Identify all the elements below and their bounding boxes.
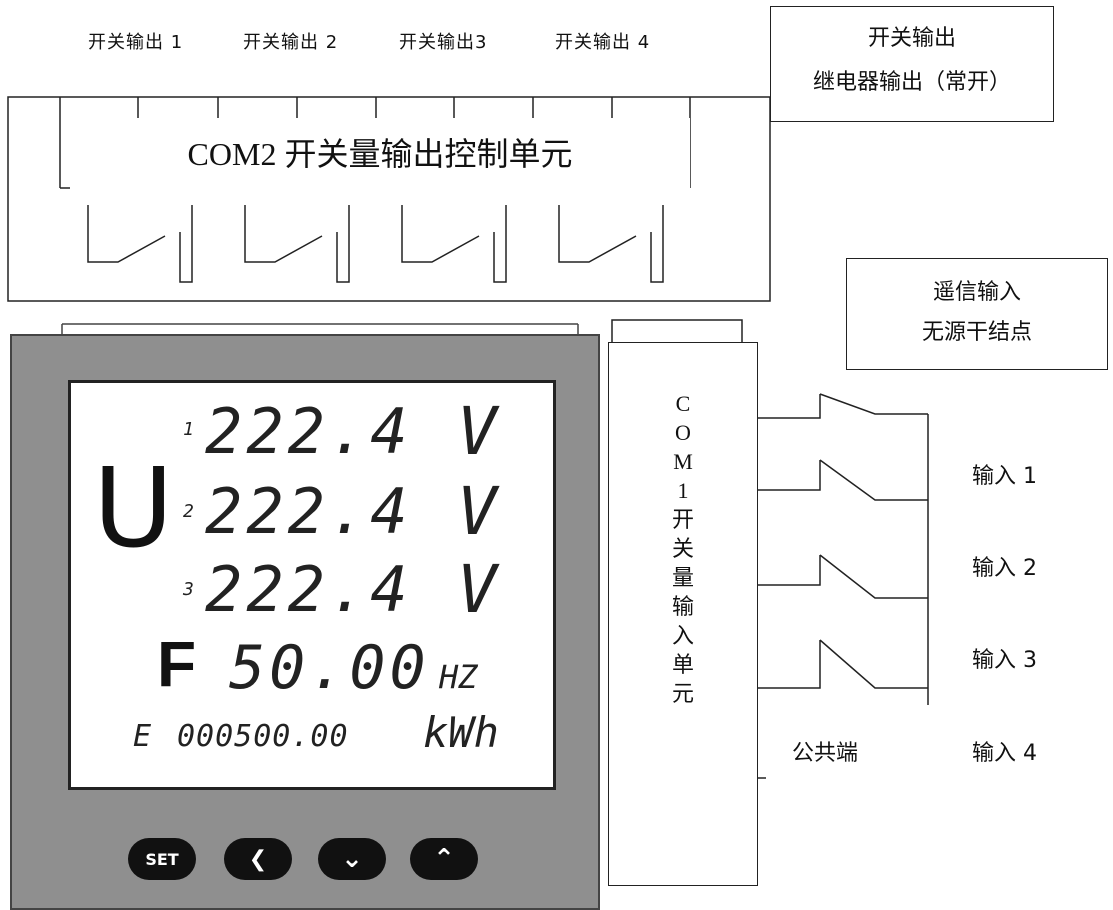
com1-char: 关 [671, 536, 694, 561]
input-label-1: 输入 1 [972, 464, 1037, 489]
down-arrow-button[interactable]: ⌄ [318, 838, 386, 880]
frequency-value: 50.00 [229, 633, 430, 703]
relay-label-2: 开关输出 2 [243, 32, 339, 53]
remote-legend-line1: 遥信输入 [932, 280, 1021, 305]
phase-3-value: 222.4 [205, 553, 412, 626]
com1-char: 量 [671, 565, 694, 590]
relay-label-1: 开关输出 1 [88, 32, 184, 53]
com1-char: C [675, 391, 691, 416]
com1-char: O [675, 420, 691, 445]
com1-char: 开 [671, 507, 694, 532]
phase-1-label: 1 [183, 419, 194, 440]
phase-2-unit: V [457, 473, 497, 550]
left-arrow-button[interactable]: ❮ [224, 838, 292, 880]
up-arrow-button[interactable]: ⌃ [410, 838, 478, 880]
input-label-2: 输入 2 [972, 556, 1037, 581]
com1-block: C O M 1 开 关 量 输 入 单 元 [608, 342, 758, 886]
common-terminal-label: 公共端 [792, 741, 859, 766]
com1-char: 元 [671, 681, 694, 706]
set-button[interactable]: SET [128, 838, 196, 880]
phase-1-value: 222.4 [205, 395, 412, 468]
input-label-3: 输入 3 [972, 648, 1037, 673]
com1-char: 单 [671, 652, 694, 677]
phase-2-label: 2 [183, 501, 194, 522]
remote-legend-line2: 无源干结点 [921, 320, 1032, 345]
frequency-unit: HZ [439, 658, 478, 696]
com2-title: COM2 开关量输出控制单元 [70, 118, 690, 190]
lcd-screen: U 1 222.4 V 2 222.4 V 3 222.4 V F 50.00 … [68, 380, 556, 790]
phase-3-label: 3 [183, 579, 194, 600]
phase-1-unit: V [457, 393, 497, 470]
relay-legend-line1: 开关输出 [867, 26, 956, 51]
com1-char: 1 [677, 478, 689, 503]
frequency-symbol: F [157, 628, 197, 700]
phase-3-unit: V [457, 551, 497, 628]
remote-legend-box: 遥信输入 无源干结点 [846, 258, 1108, 370]
energy-unit: kWh [423, 708, 499, 757]
energy-value: 000500.00 [177, 719, 349, 754]
relay-legend-box: 开关输出 继电器输出（常开） [770, 6, 1054, 122]
relay-legend-line2: 继电器输出（常开） [812, 70, 1011, 95]
relay-label-4: 开关输出 4 [555, 32, 651, 53]
energy-prefix: E [133, 719, 152, 754]
meter-panel: U 1 222.4 V 2 222.4 V 3 222.4 V F 50.00 … [10, 334, 600, 910]
com1-char: M [673, 449, 693, 474]
com1-char: 输 [671, 594, 694, 619]
relay-label-3: 开关输出3 [399, 32, 488, 53]
phase-2-value: 222.4 [205, 475, 412, 548]
voltage-symbol: U [93, 444, 174, 572]
com1-char: 入 [671, 623, 694, 648]
input-label-4: 输入 4 [972, 741, 1037, 766]
com1-vertical-text: C O M 1 开 关 量 输 入 单 元 [609, 389, 757, 708]
